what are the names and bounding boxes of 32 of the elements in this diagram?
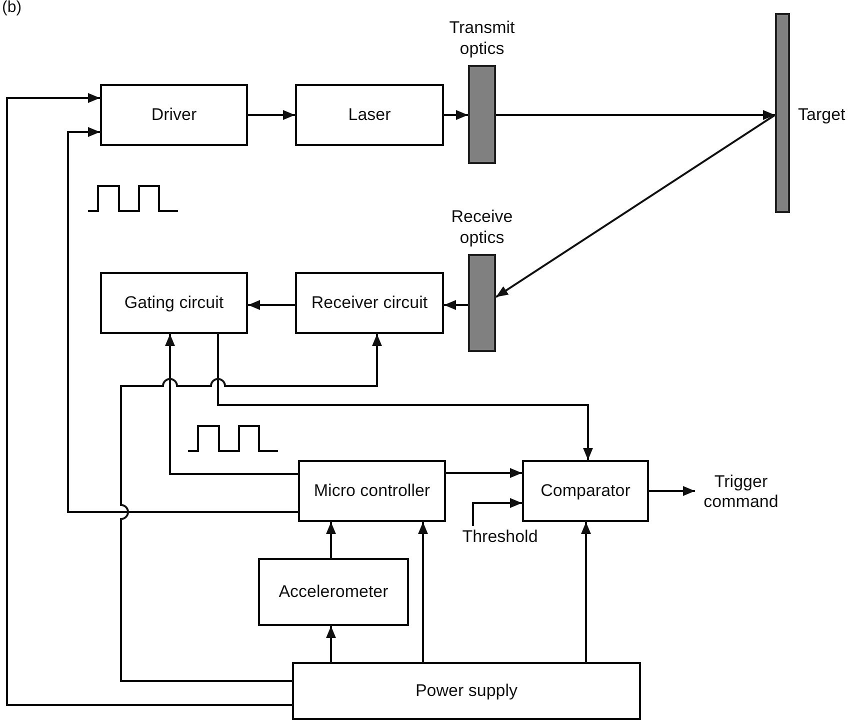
arrow — [446, 468, 522, 478]
arrow — [120, 334, 382, 682]
panel-label: (b) — [2, 0, 22, 16]
arrow — [444, 110, 468, 120]
arrow — [649, 486, 695, 496]
process-box: Gating circuit — [100, 272, 248, 334]
process-box: Micro controller — [298, 460, 446, 522]
signal-label: Threshold — [450, 526, 550, 548]
arrow — [6, 93, 292, 706]
arrow — [472, 498, 522, 526]
arrow — [444, 300, 468, 310]
process-box: Laser — [295, 84, 444, 146]
plate-label: Receive optics — [450, 207, 514, 248]
signal-label: Trigger command — [695, 470, 787, 514]
arrow — [217, 334, 593, 460]
arrow — [248, 110, 295, 120]
process-box: Receiver circuit — [295, 272, 444, 334]
plate-label: Transmit optics — [448, 18, 516, 59]
arrow — [165, 334, 298, 475]
plate-label: Target — [798, 105, 846, 126]
process-box: Driver — [100, 84, 248, 146]
arrow — [581, 522, 591, 662]
arrow — [496, 110, 775, 120]
process-box: Accelerometer — [258, 558, 409, 626]
arrow — [495, 114, 776, 298]
arrow — [326, 626, 336, 662]
arrow — [67, 127, 298, 513]
arrow — [418, 522, 428, 662]
arrow — [326, 522, 336, 558]
process-box: Power supply — [292, 662, 641, 720]
process-box: Comparator — [522, 460, 649, 522]
arrow — [248, 300, 295, 310]
